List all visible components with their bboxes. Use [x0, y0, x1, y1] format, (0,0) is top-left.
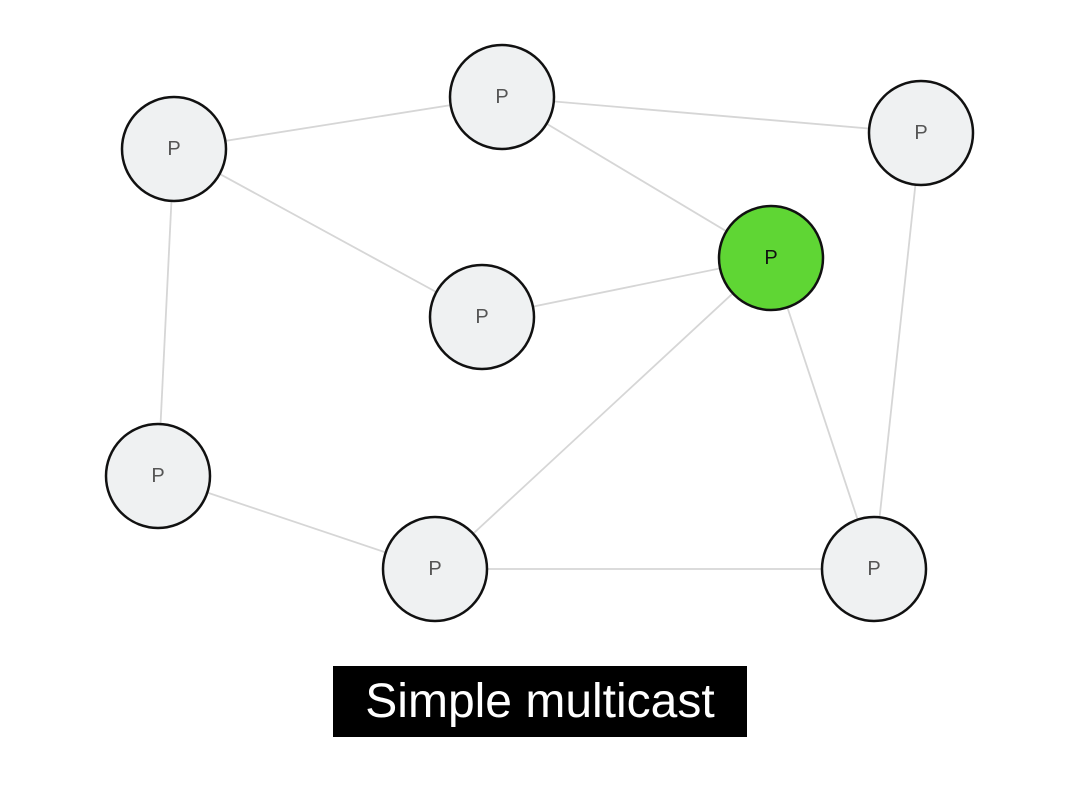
- node: P: [381, 515, 489, 623]
- node-circle: [120, 95, 228, 203]
- node-circle: [820, 515, 928, 623]
- edge-n1-n2: [173, 96, 503, 150]
- edges-layer: [157, 96, 922, 570]
- nodes-layer: P P P P P P P P: [104, 43, 975, 623]
- diagram-caption: Simple multicast: [333, 666, 747, 737]
- node-active: P: [717, 204, 825, 312]
- node-label: P: [764, 247, 777, 269]
- edge-n1-n6: [157, 148, 175, 477]
- node-circle: [448, 43, 556, 151]
- edge-n4-n8: [770, 257, 875, 570]
- node-label: P: [475, 306, 488, 328]
- edge-n1-n5: [173, 148, 483, 318]
- node: P: [867, 79, 975, 187]
- node: P: [120, 95, 228, 203]
- node-label: P: [914, 122, 927, 144]
- node-circle: [104, 422, 212, 530]
- edge-n2-n3: [501, 96, 922, 134]
- node-circle: [428, 263, 536, 371]
- node-label: P: [428, 558, 441, 580]
- node: P: [820, 515, 928, 623]
- node: P: [428, 263, 536, 371]
- node-circle: [381, 515, 489, 623]
- node-label: P: [867, 558, 880, 580]
- node-circle: [867, 79, 975, 187]
- node-label: P: [495, 86, 508, 108]
- edge-n3-n8: [873, 132, 922, 570]
- node: P: [104, 422, 212, 530]
- node-label: P: [151, 465, 164, 487]
- edge-n4-n7: [434, 257, 772, 570]
- node-label: P: [167, 138, 180, 160]
- node-circle: [717, 204, 825, 312]
- node: P: [448, 43, 556, 151]
